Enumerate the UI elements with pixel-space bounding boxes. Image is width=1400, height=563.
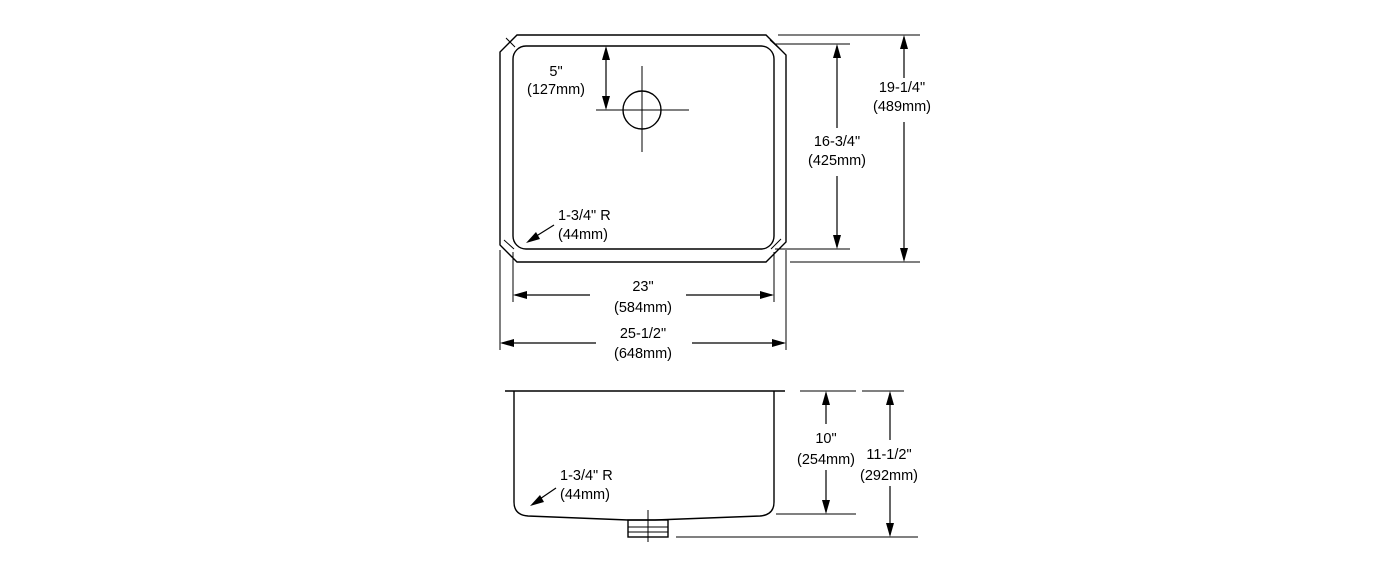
overall-depth-metric: (292mm)	[860, 468, 918, 484]
arrow-up	[900, 35, 908, 49]
arrow-down	[886, 523, 894, 537]
top-view: 5" (127mm) 1-3/4" R (44mm) 16-3/4" (425m…	[499, 34, 931, 362]
drain-offset-metric: (127mm)	[527, 82, 585, 98]
overall-length-metric: (489mm)	[873, 99, 931, 115]
bowl-length-imperial: 16-3/4"	[814, 134, 860, 150]
arrow-up	[602, 46, 610, 60]
sink-outer-flange	[499, 34, 787, 263]
sink-inner-bowl	[512, 45, 775, 250]
sink-bowl-profile	[513, 391, 775, 521]
arrow-up	[833, 44, 841, 58]
arrow-down	[900, 248, 908, 262]
corner-radius-imperial: 1-3/4" R	[560, 468, 613, 484]
bowl-depth-metric: (254mm)	[797, 452, 855, 468]
arrow-right	[760, 291, 774, 299]
bowl-width-metric: (584mm)	[614, 300, 672, 316]
bowl-depth-imperial: 10"	[815, 431, 836, 447]
corner-radius-imperial: 1-3/4" R	[558, 208, 611, 224]
arrow-left	[513, 291, 527, 299]
corner-radius-metric: (44mm)	[560, 487, 610, 503]
bowl-length-metric: (425mm)	[808, 153, 866, 169]
overall-width-imperial: 25-1/2"	[620, 326, 666, 342]
corner-radius-metric: (44mm)	[558, 227, 608, 243]
corner-line	[503, 239, 515, 250]
arrow-up	[886, 391, 894, 405]
arrow-up	[822, 391, 830, 405]
corner-line	[505, 37, 516, 48]
drain-offset-imperial: 5"	[549, 64, 562, 80]
overall-depth-imperial: 11-1/2"	[866, 447, 911, 463]
overall-length-imperial: 19-1/4"	[879, 80, 925, 96]
arrow-down	[833, 235, 841, 249]
arrow-leader	[526, 232, 540, 243]
arrow-down	[822, 500, 830, 514]
arrow-leader	[530, 495, 544, 506]
corner-line	[769, 39, 782, 51]
overall-width-metric: (648mm)	[614, 346, 672, 362]
arrow-down	[602, 96, 610, 110]
side-view: 1-3/4" R (44mm) 10" (254mm) 11-1/2" (292…	[505, 390, 918, 542]
bowl-width-imperial: 23"	[632, 279, 653, 295]
arrow-right	[772, 339, 786, 347]
arrow-left	[500, 339, 514, 347]
corner-line	[770, 238, 782, 250]
